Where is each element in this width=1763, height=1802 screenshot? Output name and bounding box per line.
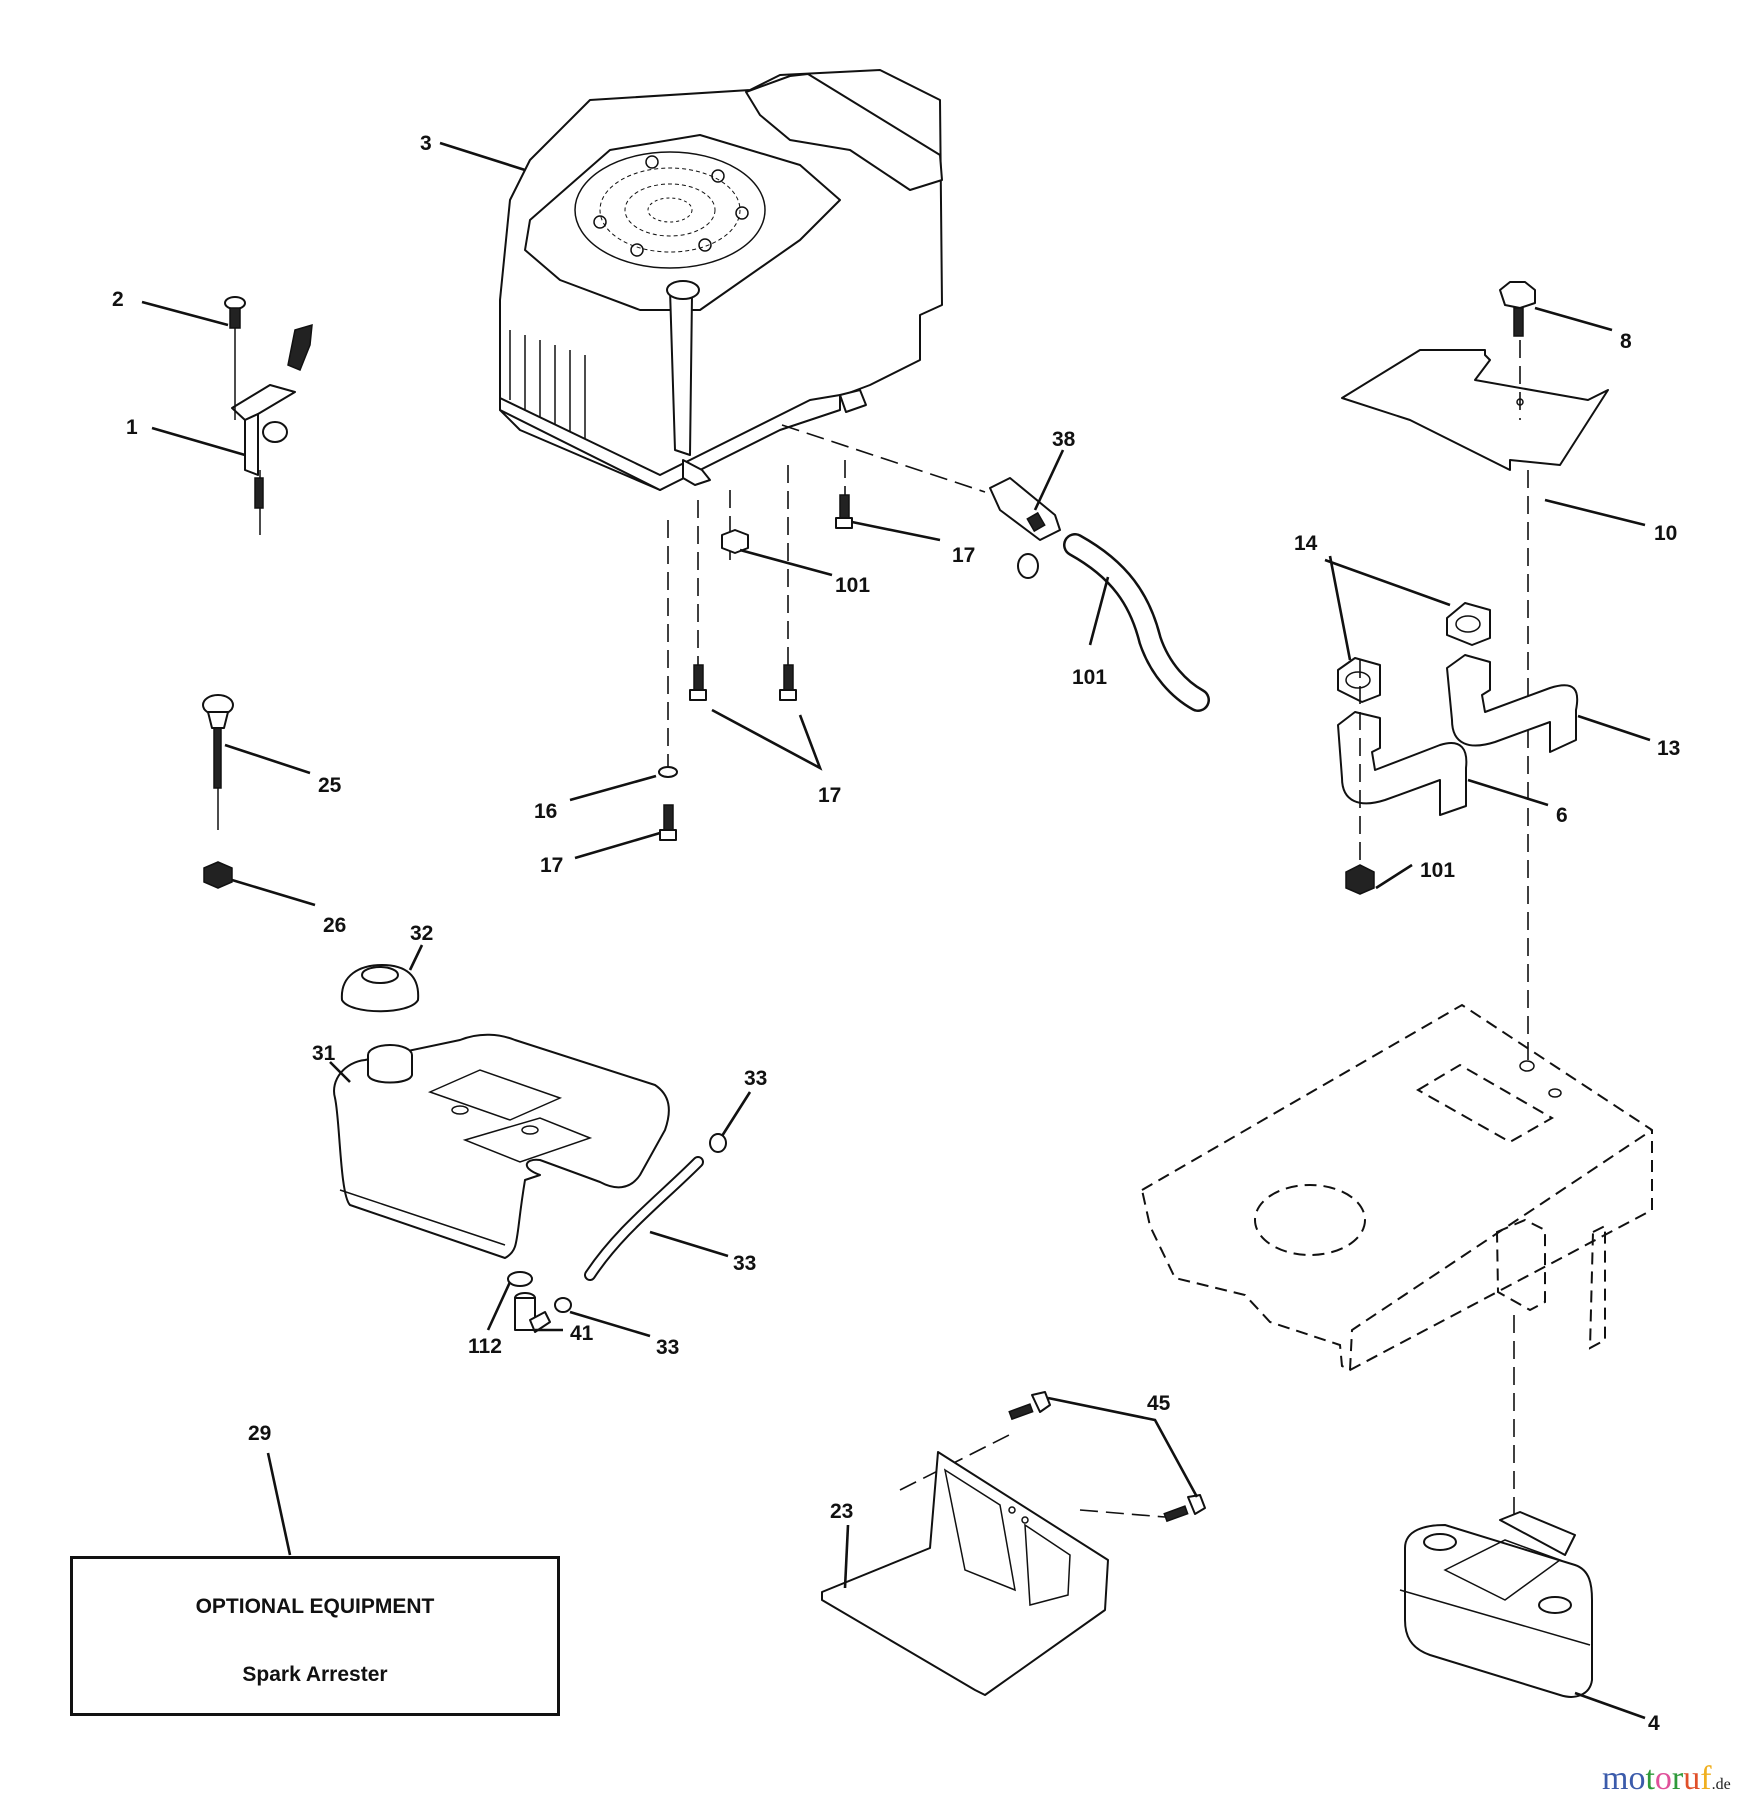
optional-equipment-title: OPTIONAL EQUIPMENT xyxy=(195,1595,435,1618)
watermark-letter: t xyxy=(1645,1760,1655,1797)
leader-3 xyxy=(439,141,526,172)
callout-45: 45 xyxy=(1147,1392,1171,1415)
callout-1: 1 xyxy=(126,416,138,439)
watermark-logo: motoruf.de xyxy=(1602,1762,1731,1802)
callout-38: 38 xyxy=(1052,428,1076,451)
callout-32: 32 xyxy=(410,922,433,945)
watermark-letter: r xyxy=(1671,1760,1684,1797)
bolt-17-c[interactable] xyxy=(779,664,797,701)
callout-33-b: 33 xyxy=(656,1336,679,1359)
callout-26: 26 xyxy=(323,914,346,937)
optional-equipment-box: OPTIONAL EQUIPMENT Spark Arrester xyxy=(70,1556,560,1716)
callout-8: 8 xyxy=(1620,330,1632,353)
gasket-13-b[interactable] xyxy=(1337,657,1381,703)
callout-5: 6 xyxy=(1556,804,1568,827)
watermark-letter: u xyxy=(1683,1760,1701,1797)
callout-17-c: 17 xyxy=(540,854,563,877)
callout-112: 112 xyxy=(468,1335,502,1358)
callout-37: 33 xyxy=(733,1252,756,1275)
engine[interactable] xyxy=(499,69,943,491)
muffler-guard[interactable] xyxy=(821,1451,1109,1696)
fuel-fitting[interactable] xyxy=(514,1292,551,1333)
callout-2: 2 xyxy=(112,288,124,311)
watermark-letter: m xyxy=(1602,1760,1629,1797)
bolt-17-b[interactable] xyxy=(689,664,707,701)
callout-10: 10 xyxy=(1654,522,1677,545)
watermark-letter: f xyxy=(1700,1760,1712,1797)
fuel-line[interactable] xyxy=(584,1156,704,1281)
bolt-17-a[interactable] xyxy=(835,494,853,529)
nut-101-a[interactable] xyxy=(721,529,749,554)
clamp-33-a[interactable] xyxy=(709,1133,727,1153)
drain-hose[interactable] xyxy=(1063,533,1210,712)
bolt-45-a[interactable] xyxy=(1008,1391,1051,1421)
choke-control[interactable] xyxy=(202,694,234,830)
callout-17-b: 17 xyxy=(818,784,841,807)
grommet[interactable] xyxy=(507,1271,533,1287)
exhaust-pipe-6[interactable] xyxy=(1446,654,1579,753)
callout-41: 41 xyxy=(570,1322,594,1345)
callout-13: 14 xyxy=(1294,532,1318,555)
gasket-13-a[interactable] xyxy=(1446,602,1491,646)
drain-valve[interactable] xyxy=(989,477,1061,579)
bolt-8[interactable] xyxy=(1499,281,1536,337)
callout-33-a: 33 xyxy=(744,1067,767,1090)
exhaust-pipe-5[interactable] xyxy=(1337,711,1468,816)
watermark-letter: o xyxy=(1628,1760,1646,1797)
screw[interactable] xyxy=(224,296,246,420)
fuel-tank[interactable] xyxy=(333,1033,670,1259)
callout-4: 4 xyxy=(1648,1712,1660,1735)
nut-26[interactable] xyxy=(203,861,233,889)
throttle-control[interactable] xyxy=(231,323,313,535)
frame xyxy=(1140,1003,1653,1372)
callout-6: 13 xyxy=(1657,737,1680,760)
callout-16: 16 xyxy=(534,800,557,823)
bolt-17-d[interactable] xyxy=(659,804,677,841)
bolt-45-b[interactable] xyxy=(1163,1494,1206,1523)
heat-shield[interactable] xyxy=(1341,349,1609,471)
callout-17-a: 17 xyxy=(952,544,975,567)
nut-101-b[interactable] xyxy=(1345,864,1375,895)
watermark-suffix: .de xyxy=(1711,1776,1731,1793)
callout-101-b: 101 xyxy=(1420,859,1455,882)
muffler[interactable] xyxy=(1399,1511,1593,1698)
callout-25: 25 xyxy=(318,774,342,797)
optional-equipment-item: Spark Arrester xyxy=(242,1663,388,1686)
callout-23: 23 xyxy=(830,1500,853,1523)
fuel-cap[interactable] xyxy=(340,964,420,1013)
callout-31: 31 xyxy=(312,1042,336,1065)
callout-14: 101 xyxy=(1072,666,1107,689)
callout-29: 29 xyxy=(248,1422,271,1445)
callout-101-a: 101 xyxy=(835,574,870,597)
callout-3: 3 xyxy=(420,132,432,155)
washer[interactable] xyxy=(658,766,678,778)
clamp-33-b[interactable] xyxy=(554,1297,572,1313)
watermark-letter: o xyxy=(1654,1760,1672,1797)
